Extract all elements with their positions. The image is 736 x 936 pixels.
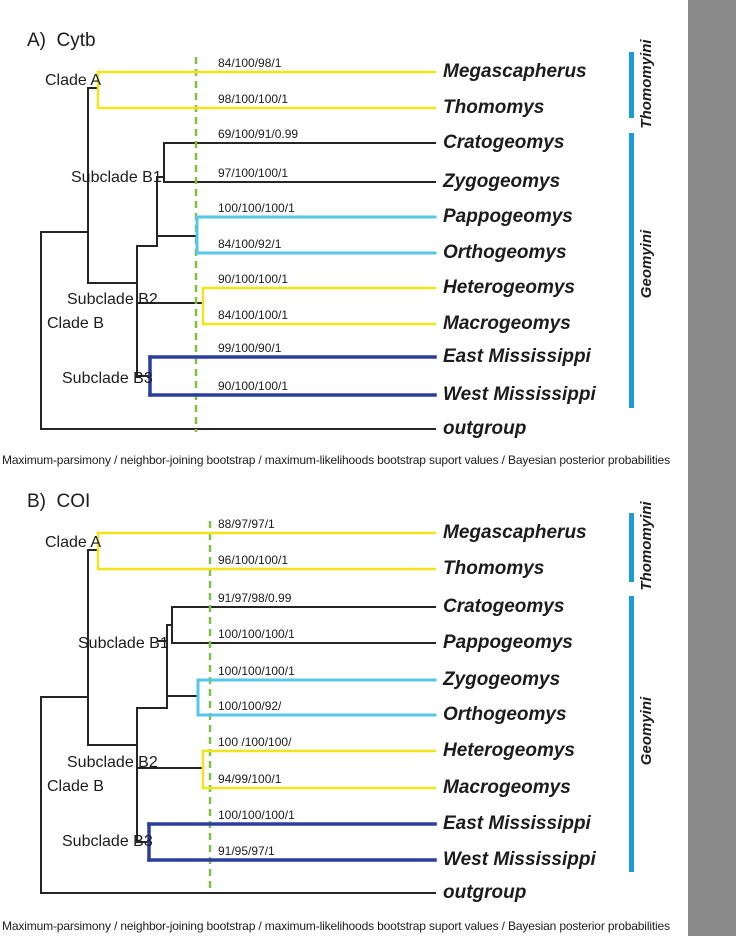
panel-b-caption: Maximum-parsimony / neighbor-joining boo… [2, 919, 670, 933]
subclade-b3-label: Subclade B3 [62, 370, 153, 387]
taxon-label: Megascapherus [443, 61, 587, 82]
panel-a-title: A) Cytb [27, 30, 96, 51]
support-value: 96/100/100/1 [218, 553, 289, 567]
taxon-label: West Mississippi [443, 384, 596, 405]
taxon-label: Orthogeomys [443, 242, 567, 263]
support-value: 84/100/98/1 [218, 56, 282, 70]
panel-b-title: B) COI [27, 491, 91, 512]
taxon-label: Thomomys [443, 97, 545, 118]
subclade-b2-label: Subclade B2 [67, 754, 158, 771]
support-value: 84/100/92/1 [218, 237, 282, 251]
support-value: 100/100/100/1 [218, 201, 295, 215]
panel-a-caption: Maximum-parsimony / neighbor-joining boo… [2, 453, 670, 467]
page-edge-gray-band [688, 0, 736, 936]
clade-b-label: Clade B [47, 315, 104, 332]
support-value: 100/100/92/ [218, 699, 282, 713]
support-value: 91/95/97/1 [218, 844, 275, 858]
clade-a-label: Clade A [45, 72, 102, 89]
support-value: 98/100/100/1 [218, 92, 289, 106]
support-value: 90/100/100/1 [218, 272, 289, 286]
support-value: 91/97/98/0.99 [218, 591, 292, 605]
taxon-label: Thomomys [443, 558, 545, 579]
taxon-label: Cratogeomys [443, 132, 565, 153]
taxon-label: Cratogeomys [443, 596, 565, 617]
taxon-label: Macrogeomys [443, 777, 571, 798]
taxon-label: East Mississippi [443, 346, 591, 367]
taxon-label: Heterogeomys [443, 277, 575, 298]
support-value: 69/100/91/0.99 [218, 127, 299, 141]
support-value: 88/97/97/1 [218, 517, 275, 531]
thomomyini-label: Thomomyini [638, 39, 655, 129]
thomomyini-bar [629, 52, 634, 118]
taxon-label: Megascapherus [443, 522, 587, 543]
taxon-label: outgroup [443, 882, 527, 903]
geomyini-bar [629, 596, 634, 872]
geomyini-label: Geomyini [638, 696, 655, 766]
support-value: 100/100/100/1 [218, 808, 295, 822]
taxon-label: Pappogeomys [443, 206, 573, 227]
clade-b-label: Clade B [47, 778, 104, 795]
geomyini-label: Geomyini [638, 229, 655, 299]
support-value: 97/100/100/1 [218, 166, 289, 180]
thomomyini-bar [629, 513, 634, 582]
subclade-b2-label: Subclade B2 [67, 291, 158, 308]
taxon-label: Zygogeomys [443, 171, 561, 192]
support-value: 100/100/100/1 [218, 627, 295, 641]
geomyini-bar [629, 133, 634, 408]
support-value: 99/100/90/1 [218, 341, 282, 355]
taxon-label: outgroup [443, 418, 527, 439]
taxon-label: Orthogeomys [443, 704, 567, 725]
support-value: 100 /100/100/ [218, 735, 292, 749]
support-value: 90/100/100/1 [218, 379, 289, 393]
subclade-b1-label: Subclade B1 [71, 169, 162, 186]
taxon-label: Zygogeomys [443, 669, 561, 690]
clade-a-label: Clade A [45, 534, 102, 551]
taxon-label: Heterogeomys [443, 740, 575, 761]
subclade-b3-label: Subclade B3 [62, 833, 153, 850]
taxon-label: Pappogeomys [443, 632, 573, 653]
taxon-label: West Mississippi [443, 849, 596, 870]
subclade-b1-label: Subclade B1 [78, 635, 169, 652]
support-value: 94/99/100/1 [218, 772, 282, 786]
support-value: 100/100/100/1 [218, 664, 295, 678]
thomomyini-label: Thomomyini [638, 501, 655, 591]
support-value: 84/100/100/1 [218, 308, 289, 322]
taxon-label: East Mississippi [443, 813, 591, 834]
taxon-label: Macrogeomys [443, 313, 571, 334]
